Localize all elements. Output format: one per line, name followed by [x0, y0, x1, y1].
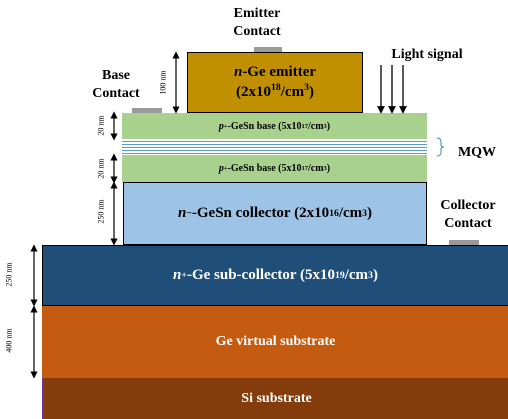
base-bottom-exp2: 3 — [323, 165, 327, 172]
base-top-end: ) — [326, 120, 331, 132]
subcollector-exp2: 3 — [368, 270, 373, 281]
collector-sup: − — [186, 208, 192, 219]
base-bottom-sup: + — [223, 165, 228, 172]
base-bottom-prefix: p — [218, 163, 224, 174]
emitter-contact-label: Emitter Contact — [222, 5, 292, 40]
subcollector-prefix: n — [173, 267, 182, 283]
subcollector-sup: + — [181, 270, 187, 281]
emitter-suffix: -Ge emitter — [242, 63, 317, 80]
base-bottom-text: -GeSn base (5x10 — [227, 163, 302, 174]
subcollector-tail: /cm — [344, 267, 369, 283]
base-contact-line1: Base — [102, 68, 130, 83]
mqw-line — [122, 144, 427, 145]
collector-prefix: n — [177, 205, 187, 221]
collector-end: ) — [367, 205, 373, 221]
subcollector-text: -Ge sub-collector (5x10 — [186, 267, 335, 283]
mqw-region — [122, 139, 427, 155]
collector-text: -GeSn collector (2x10 — [191, 205, 330, 221]
collector-tail: /cm — [338, 205, 363, 221]
emitter-contact-pad — [254, 47, 282, 52]
base-contact-pad — [132, 108, 162, 113]
light-signal-label: Light signal — [391, 47, 463, 62]
base-top-exp: 17 — [301, 122, 308, 130]
mqw-line — [122, 141, 427, 142]
collector-contact-line2: Contact — [444, 215, 492, 231]
base-top-tail: /cm — [307, 120, 324, 132]
collector-contact-pad — [449, 240, 479, 245]
emitter-contact-line2: Contact — [233, 23, 281, 39]
emitter-title: n-Ge emitter — [234, 63, 316, 83]
emitter-conc-exp: 18 — [271, 82, 281, 93]
base-top-prefix: p — [218, 120, 224, 132]
base-bottom-end: ) — [326, 163, 331, 174]
virtual-substrate-layer: Ge virtual substrate — [42, 306, 508, 378]
si-substrate-layer: Si substrate — [42, 378, 508, 419]
emitter-doping: (2x1018/cm3) — [236, 82, 314, 103]
subcollector-end: ) — [372, 267, 378, 283]
emitter-conc-exp2: 3 — [304, 82, 309, 93]
base-top-exp2: 3 — [323, 122, 327, 130]
emitter-contact-line1: Emitter — [233, 6, 281, 21]
base-top-text: -GeSn base (5x10 — [227, 120, 302, 132]
collector-exp2: 3 — [362, 208, 368, 219]
emitter-prefix: n — [233, 63, 243, 80]
emitter-conc-end: ) — [308, 84, 314, 100]
mqw-line — [122, 153, 427, 154]
base-top-sup: + — [223, 122, 228, 130]
collector-contact-line1: Collector — [440, 198, 496, 213]
collector-contact-label: Collector Contact — [430, 197, 506, 232]
emitter-conc-base: (2x10 — [236, 84, 272, 100]
collector-exp: 16 — [329, 208, 339, 219]
mqw-bracket — [436, 137, 445, 157]
base-contact-line2: Contact — [92, 85, 140, 101]
base-contact-label: Base Contact — [88, 67, 144, 102]
base-bottom-exp: 17 — [301, 165, 308, 172]
emitter-conc-tail: /cm — [280, 84, 305, 100]
base-bottom-tail: /cm — [307, 163, 324, 174]
mqw-label: MQW — [457, 145, 497, 160]
subcollector-exp: 19 — [334, 270, 345, 281]
mqw-line — [122, 150, 427, 151]
mqw-line — [122, 147, 427, 148]
emitter-layer: n-Ge emitter (2x1018/cm3) — [187, 52, 363, 113]
